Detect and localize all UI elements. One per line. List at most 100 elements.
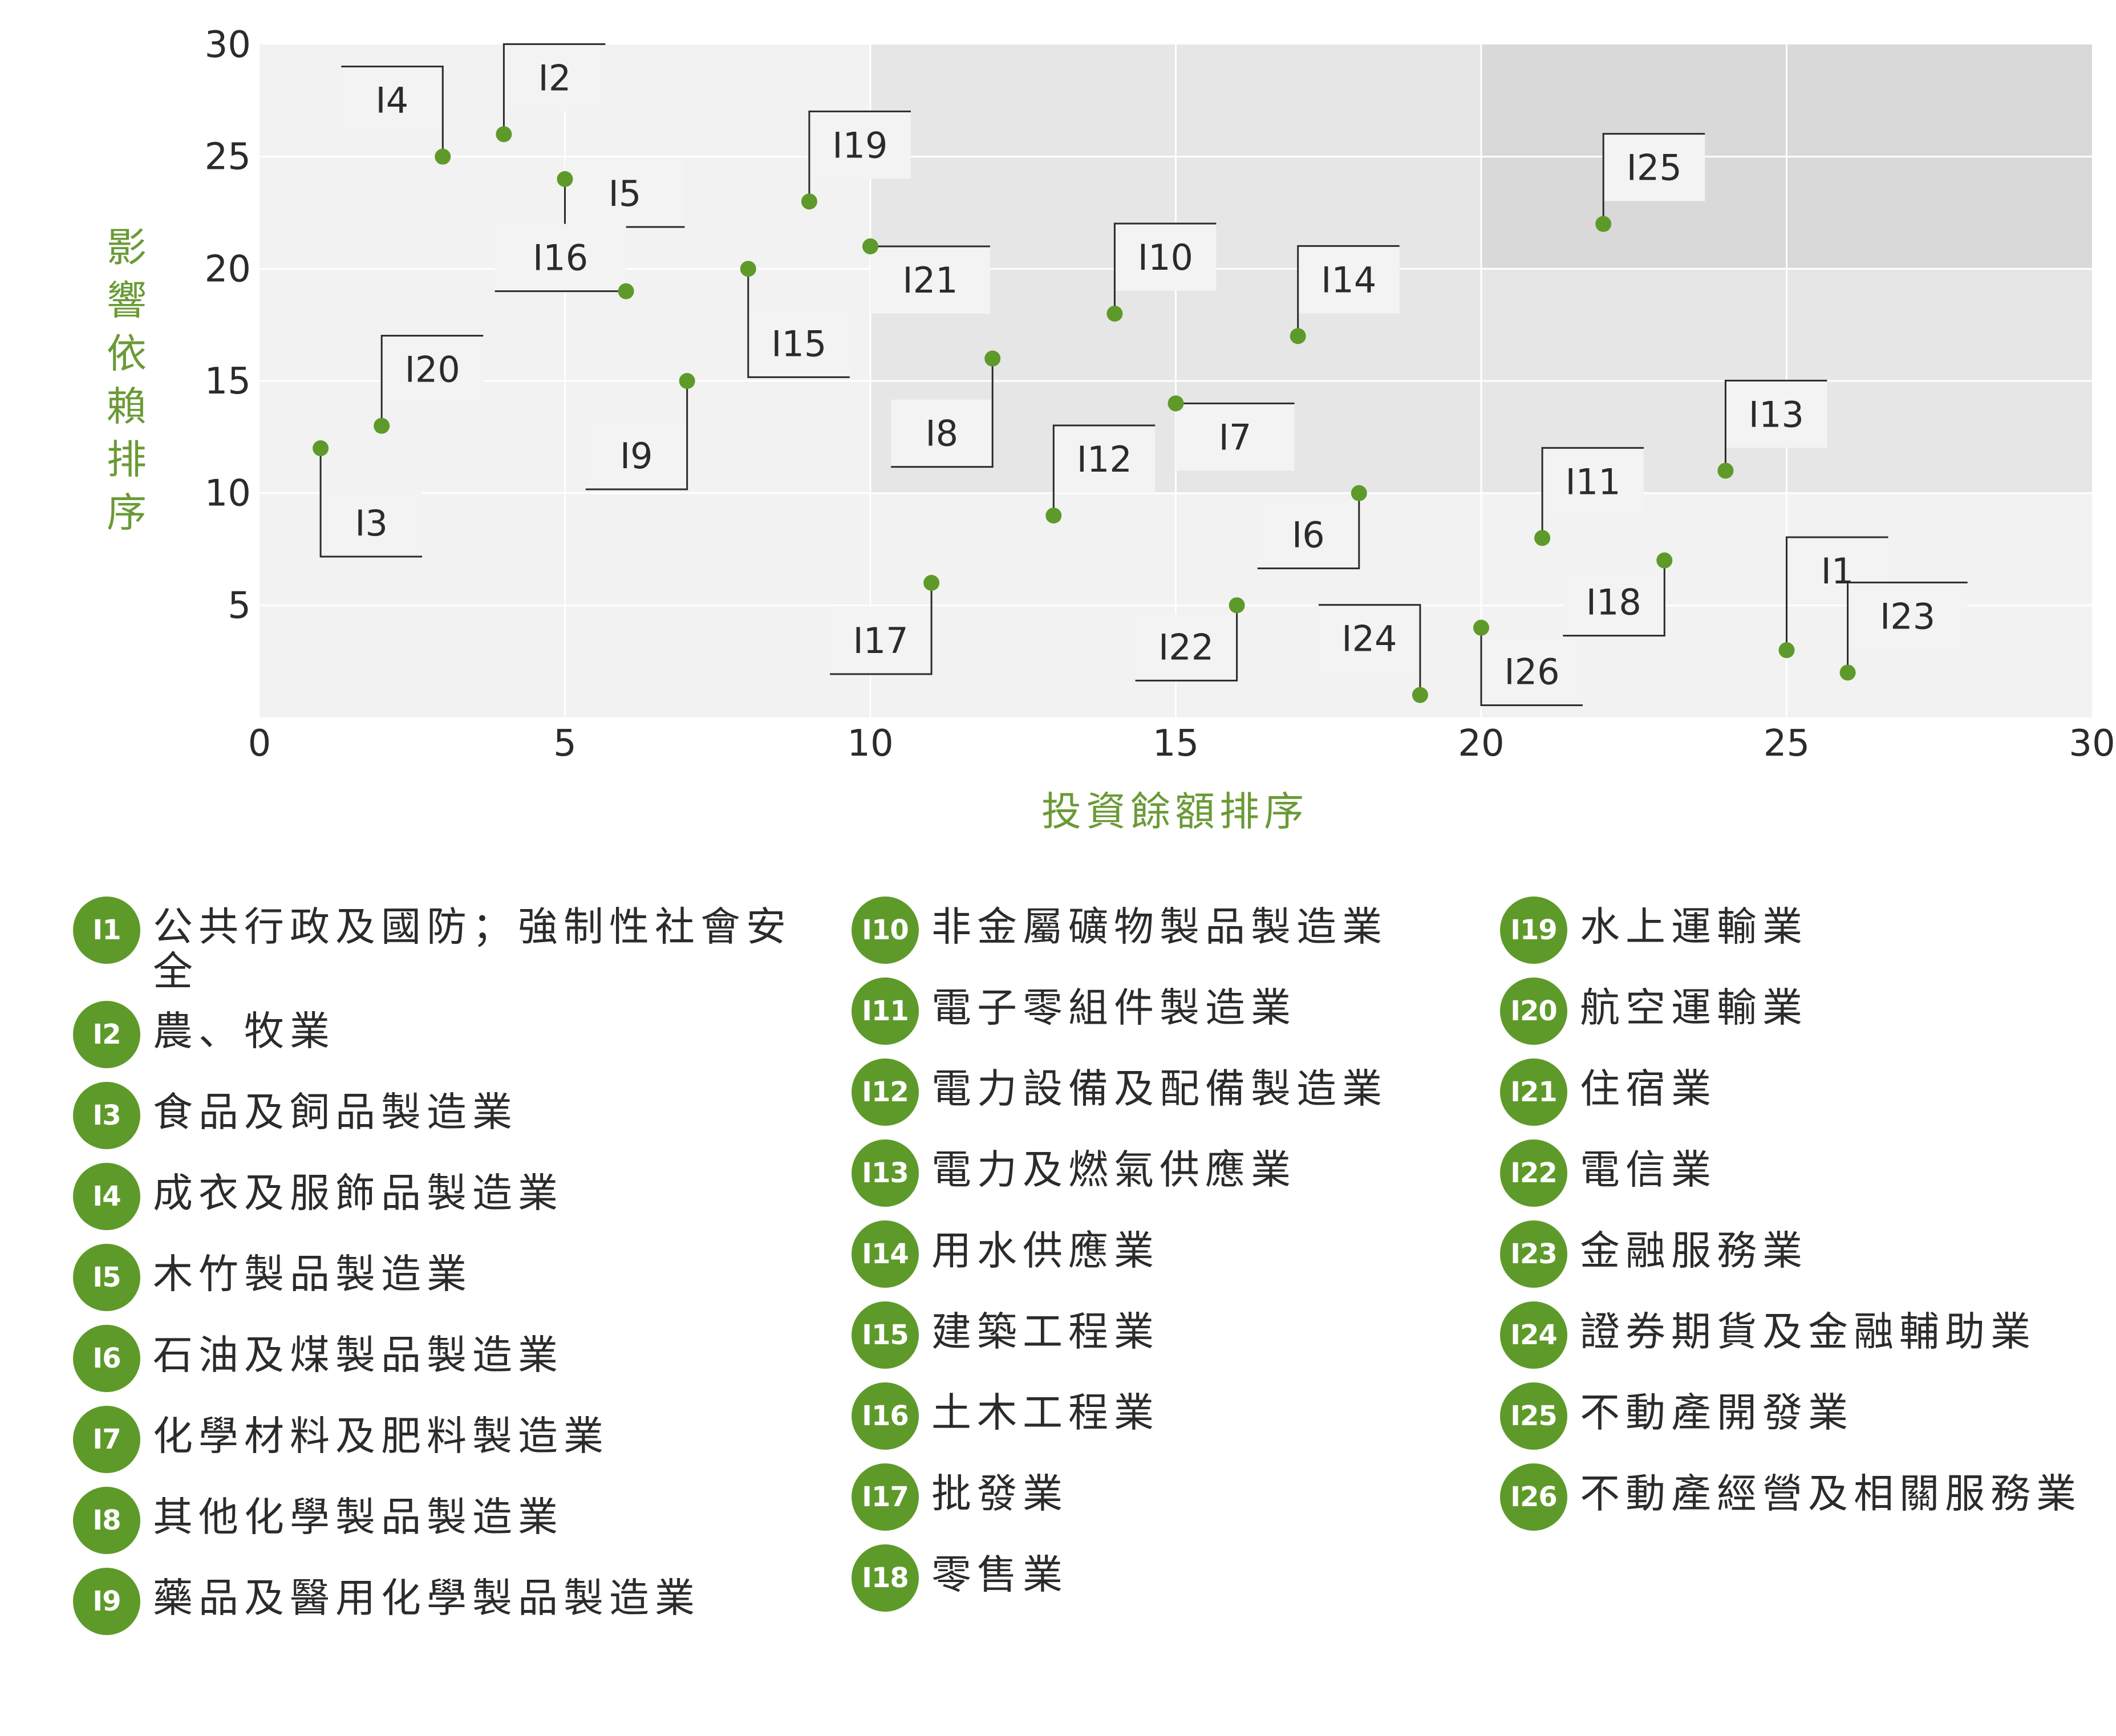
point-label-box-i5 <box>565 160 685 227</box>
point-label-box-i22 <box>1135 613 1237 681</box>
y-tick-label: 15 <box>205 360 251 403</box>
data-point-i18 <box>1656 552 1673 569</box>
leader-line-i14 <box>1297 245 1400 336</box>
legend-badge: I10 <box>852 897 919 964</box>
data-point-i1 <box>1778 642 1795 658</box>
data-point-i26 <box>1473 619 1489 636</box>
x-tick-label: 5 <box>553 723 577 765</box>
legend-label: 水上運輸業 <box>1580 903 1808 950</box>
data-point-i17 <box>923 575 940 591</box>
legend-label: 建築工程業 <box>931 1308 1160 1355</box>
point-label-i26: I26 <box>1504 651 1559 693</box>
point-label-box-i8 <box>891 399 993 467</box>
leader-line-i22 <box>1135 605 1238 682</box>
y-tick-label: 10 <box>205 473 251 515</box>
x-tick-label: 20 <box>1458 723 1504 765</box>
leader-line-i26 <box>1480 627 1583 707</box>
legend-label: 非金屬礦物製品製造業 <box>931 903 1388 950</box>
point-label-i11: I11 <box>1566 461 1621 502</box>
data-point-i10 <box>1106 306 1123 322</box>
legend-badge: I22 <box>1500 1139 1567 1207</box>
point-label-i4: I4 <box>375 80 408 121</box>
x-axis-title: 投資餘額排序 <box>1041 788 1308 835</box>
data-point-i14 <box>1290 328 1306 344</box>
leader-line-i12 <box>1052 424 1156 516</box>
leader-line-i20 <box>380 335 484 426</box>
y-tick-label: 20 <box>205 248 251 290</box>
point-label-i3: I3 <box>355 502 388 544</box>
point-label-box-i19 <box>809 111 911 179</box>
point-label-i5: I5 <box>609 173 642 214</box>
x-tick-label: 25 <box>1764 723 1810 765</box>
leader-line-i6 <box>1257 493 1360 570</box>
legend-badge: I4 <box>73 1163 140 1230</box>
data-point-i4 <box>435 148 451 165</box>
point-label-box-i10 <box>1114 224 1217 291</box>
legend-item-i15: I15 建築工程業 <box>852 1301 1456 1369</box>
point-label-box-i2 <box>504 44 606 112</box>
leader-line-i11 <box>1541 447 1644 538</box>
legend-label: 成衣及服飾品製造業 <box>153 1170 564 1216</box>
point-label-box-i13 <box>1725 380 1827 448</box>
leader-line-i1 <box>1786 536 1888 650</box>
legend-label: 電子零組件製造業 <box>931 984 1296 1031</box>
data-point-i15 <box>740 261 756 277</box>
legend-label: 公共行政及國防；強制性社會安全 <box>153 903 792 995</box>
x-tick-label: 30 <box>2069 723 2115 765</box>
x-tick-label: 15 <box>1153 723 1199 765</box>
legend-badge: I9 <box>73 1568 140 1635</box>
data-point-i24 <box>1412 687 1428 703</box>
point-label-i23: I23 <box>1880 595 1935 637</box>
point-label-i17: I17 <box>853 620 909 662</box>
data-point-i25 <box>1595 216 1612 232</box>
point-label-i24: I24 <box>1341 618 1397 660</box>
legend-badge: I8 <box>73 1487 140 1554</box>
point-label-i7: I7 <box>1219 416 1252 458</box>
point-label-box-i7 <box>1175 403 1295 471</box>
point-label-box-i9 <box>585 422 687 489</box>
data-point-i2 <box>496 126 512 143</box>
legend-badge: I19 <box>1500 897 1567 964</box>
data-point-i16 <box>618 283 634 299</box>
legend-badge: I18 <box>852 1544 919 1612</box>
point-label-box-i11 <box>1542 448 1644 516</box>
point-label-i19: I19 <box>832 124 887 166</box>
legend-label: 批發業 <box>931 1470 1068 1517</box>
data-point-i8 <box>984 350 1001 367</box>
data-point-i11 <box>1534 530 1551 546</box>
point-label-box-i3 <box>321 489 423 557</box>
point-label-box-i17 <box>830 607 932 674</box>
y-tick-label: 30 <box>205 24 251 66</box>
point-label-box-i26 <box>1481 638 1583 705</box>
legend-badge: I21 <box>1500 1058 1567 1126</box>
legend-label: 電力及燃氣供應業 <box>931 1146 1296 1193</box>
legend-label: 不動產經營及相關服務業 <box>1580 1470 2082 1517</box>
legend-badge: I15 <box>852 1301 919 1369</box>
leader-line-i4 <box>341 66 444 157</box>
data-point-i21 <box>862 238 878 254</box>
legend-badge: I5 <box>73 1244 140 1311</box>
leader-line-i17 <box>830 583 933 675</box>
point-label-i18: I18 <box>1586 582 1641 623</box>
legend-item-i4: I4 成衣及服飾品製造業 <box>73 1163 792 1230</box>
x-tick-label: 10 <box>847 723 893 765</box>
legend-badge: I26 <box>1500 1463 1567 1531</box>
point-label-i16: I16 <box>533 237 588 279</box>
point-labels: I1I2I3I4I5I6I7I8I9I10I11I12I13I14I15I16I… <box>319 43 1968 707</box>
leader-line-i2 <box>502 43 606 135</box>
leader-line-i3 <box>319 448 423 558</box>
data-point-i5 <box>557 171 573 187</box>
data-point-i19 <box>801 193 817 210</box>
